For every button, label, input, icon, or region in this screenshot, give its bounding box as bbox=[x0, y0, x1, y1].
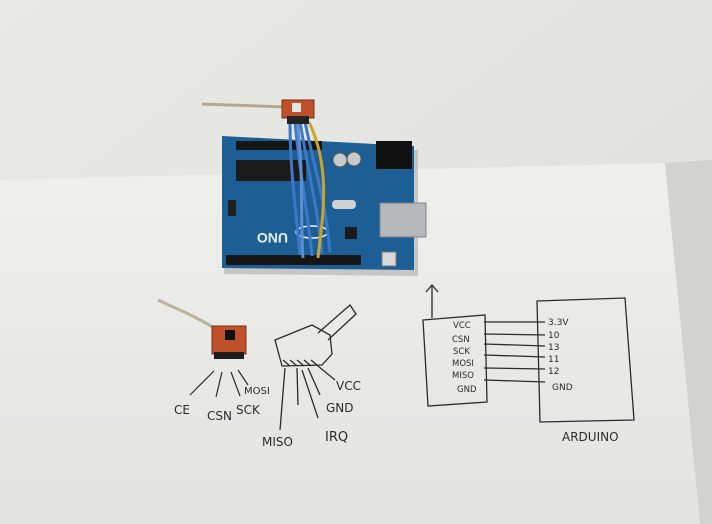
arduino-board bbox=[222, 136, 427, 270]
radio-pin-csn: CSN bbox=[452, 335, 470, 345]
arduino-pin-13: 13 bbox=[548, 343, 559, 353]
label-ce: CE bbox=[174, 403, 190, 417]
radio-module-loose bbox=[157, 298, 247, 359]
arduino-pin-11: 11 bbox=[548, 355, 559, 365]
arduino-pin-gnd: GND bbox=[552, 383, 573, 393]
arduino-caption: ARDUINO bbox=[562, 430, 619, 444]
module-pin-callouts bbox=[189, 369, 249, 398]
label-sck: SCK bbox=[236, 403, 261, 417]
radio-pin-mosi: MOSI bbox=[452, 359, 474, 369]
antenna-symbol bbox=[425, 284, 439, 318]
radio-box bbox=[422, 314, 488, 407]
label-vcc: VCC bbox=[336, 379, 361, 393]
arduino-pin-12: 12 bbox=[548, 367, 559, 377]
radio-module-mounted bbox=[201, 99, 315, 124]
board-logo-text: UNO bbox=[257, 230, 288, 246]
label-irq: IRQ bbox=[325, 430, 348, 445]
jumper-wires bbox=[288, 121, 332, 259]
label-miso: MISO bbox=[262, 435, 293, 449]
front-paper-sheet bbox=[0, 163, 700, 524]
radio-pin-gnd: GND bbox=[457, 385, 477, 395]
arduino-pin-3v3: 3.3V bbox=[548, 318, 569, 328]
right-paper-sheet bbox=[665, 160, 712, 524]
wiring-diagram bbox=[422, 284, 635, 423]
radio-pin-labels: VCC CSN SCK MOSI MISO GND bbox=[452, 321, 477, 395]
arduino-pin-labels: 3.3V 10 13 11 12 GND bbox=[548, 318, 573, 393]
label-gnd-chip: GND bbox=[326, 401, 354, 415]
radio-pin-vcc: VCC bbox=[453, 321, 471, 331]
label-csn: CSN bbox=[207, 409, 232, 423]
label-mosi: MOSI bbox=[244, 386, 270, 397]
radio-pin-sck: SCK bbox=[453, 347, 470, 357]
arduino-pin-10: 10 bbox=[548, 331, 560, 341]
chip-outline-drawing bbox=[274, 304, 357, 431]
radio-pin-miso: MISO bbox=[452, 371, 474, 381]
